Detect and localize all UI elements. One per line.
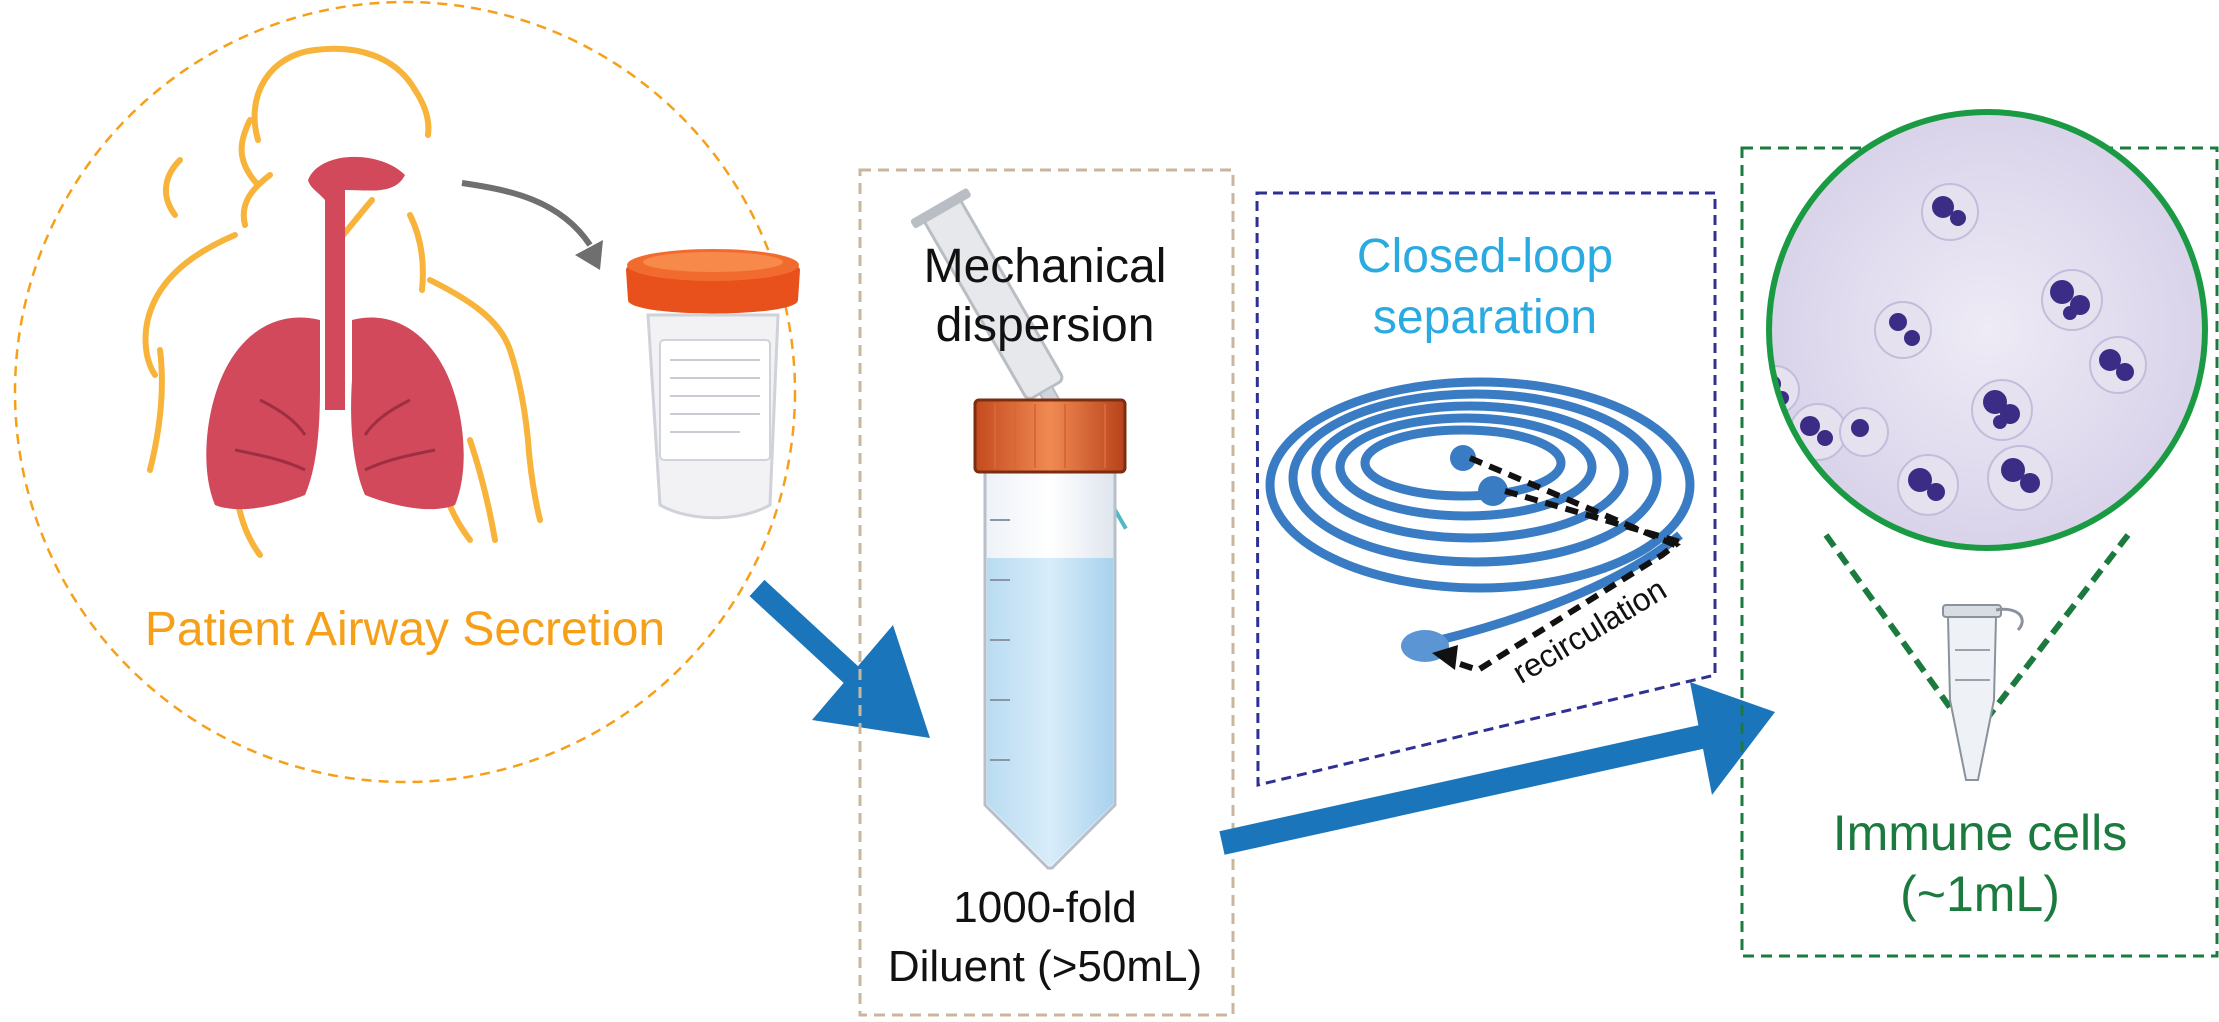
flow-arrow-2 xyxy=(1219,682,1775,855)
dispersion-dashed-box xyxy=(858,168,1235,1017)
zoom-cone xyxy=(1823,533,2131,740)
mechanical-label-line2: dispersion xyxy=(936,299,1155,352)
immune-label-line1: Immune cells xyxy=(1833,805,2128,861)
channel-outlet-2 xyxy=(1478,476,1508,506)
recirculation-path xyxy=(1432,455,1681,674)
lung-lobe-lines xyxy=(234,398,436,472)
collection-arrow xyxy=(461,180,603,270)
sample-cup xyxy=(626,249,800,520)
immune-label-line2: (~1mL) xyxy=(1900,866,2060,922)
closed-loop-label-line2: separation xyxy=(1373,291,1597,344)
closed-loop-label-line1: Closed-loop xyxy=(1357,230,1613,283)
mechanical-label-line1: Mechanical xyxy=(924,240,1167,293)
diluent-label-line1: 1000-fold xyxy=(953,883,1136,932)
patient-label: Patient Airway Secretion xyxy=(145,603,665,656)
closed-loop-panel: Closed-loop separation recirculation xyxy=(1255,191,1717,787)
patient-dashed-circle xyxy=(13,0,797,784)
patient-panel: Patient Airway Secretion xyxy=(13,0,800,784)
closed-loop-dashed-box xyxy=(1255,191,1717,787)
cell-micrograph xyxy=(1766,109,2208,551)
conical-tube xyxy=(973,398,1127,870)
respiratory-organs xyxy=(206,156,464,510)
diluent-label-line2: Diluent (>50mL) xyxy=(888,942,1202,991)
flow-arrow-1 xyxy=(749,579,930,738)
dispersion-panel: Mechanical dispersion 1000-fold Diluent … xyxy=(858,168,1235,1017)
microcentrifuge-tube xyxy=(1942,604,2024,781)
spiral-channel xyxy=(1265,377,1695,645)
channel-outlet-1 xyxy=(1450,445,1476,471)
immune-panel: Immune cells (~1mL) xyxy=(1740,109,2219,958)
